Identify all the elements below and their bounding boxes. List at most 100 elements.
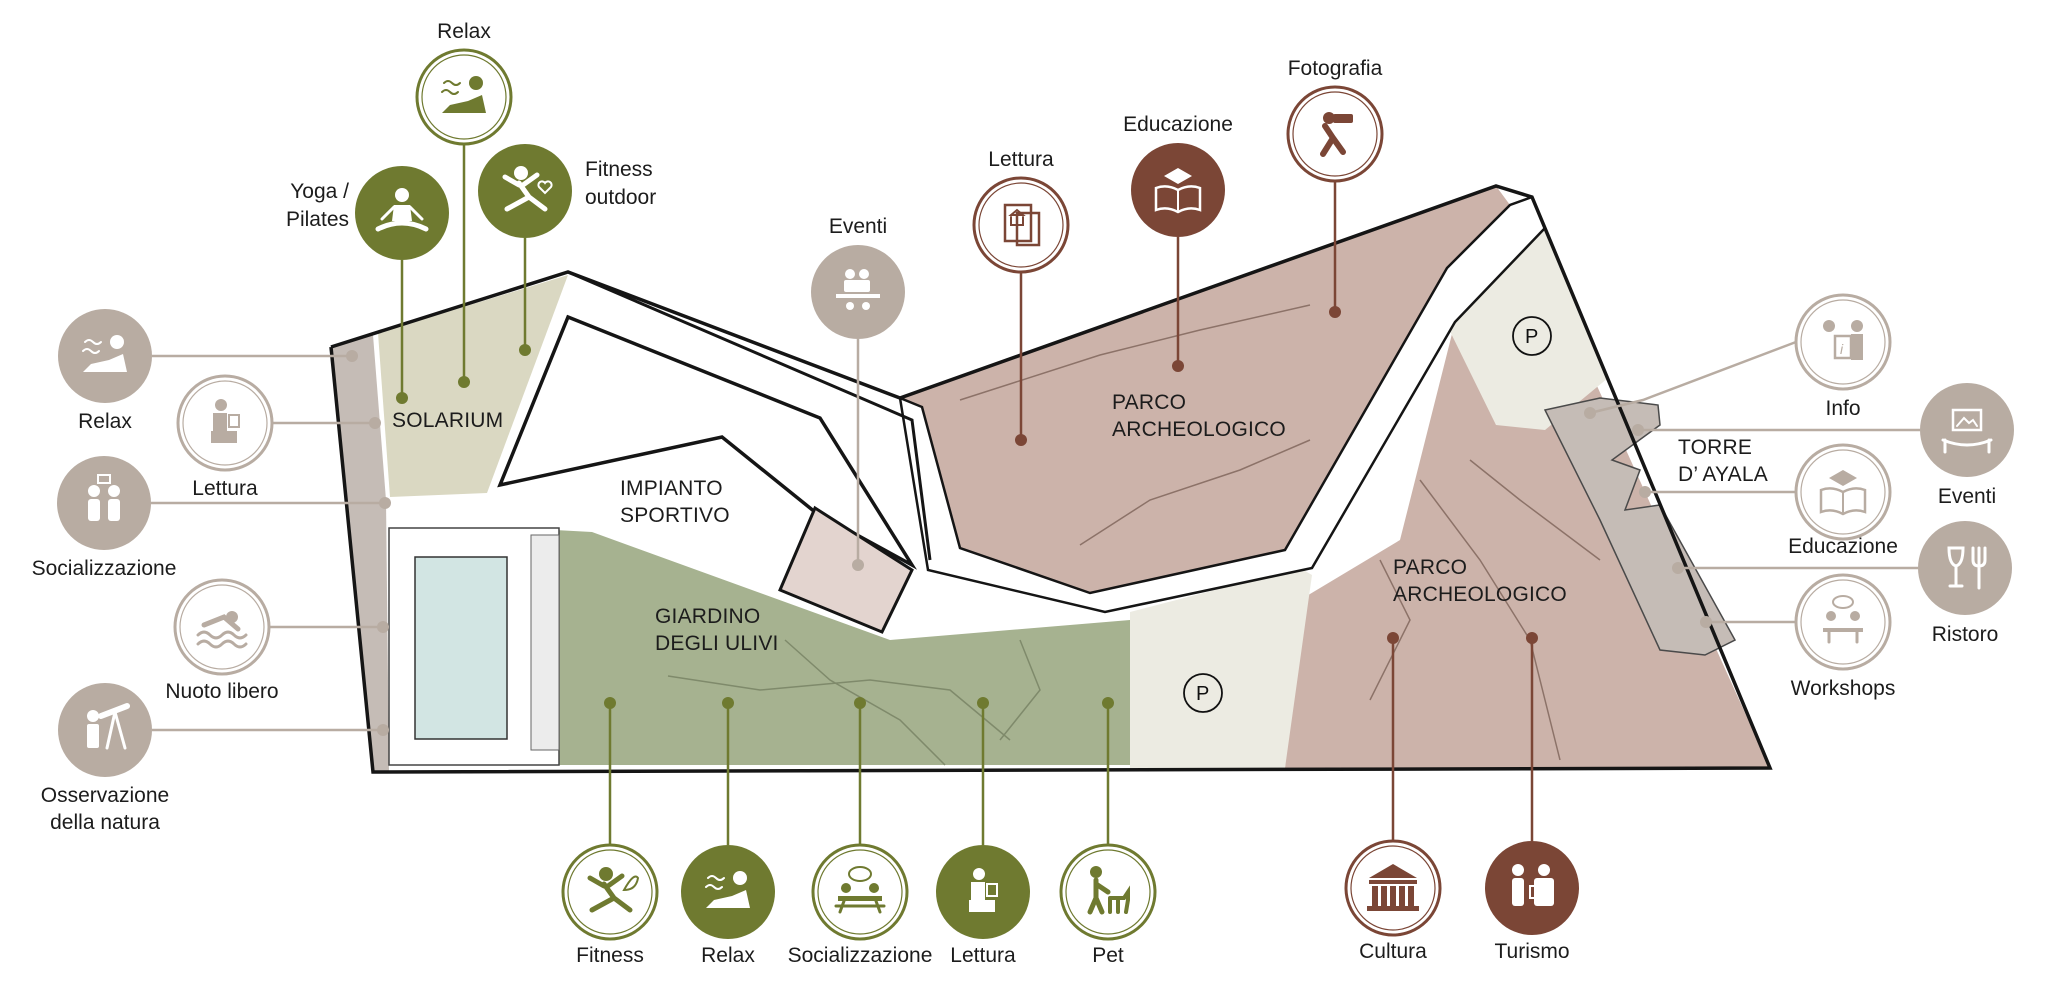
socializzazione-bottom-label: Socializzazione [788, 944, 933, 967]
main-promenade [898, 195, 1547, 614]
sports-field-label-2: SPORTIVO [620, 504, 730, 527]
garden-label-2: DEGLI ULIVI [655, 632, 779, 655]
site-boundary [329, 184, 1773, 774]
workshop-icon [1823, 595, 1863, 644]
cultura-anchor-dot [1387, 632, 1399, 644]
educazione-center-anchor-dot [1172, 360, 1184, 372]
education-icon [1154, 168, 1202, 214]
parking-south-zone [1130, 568, 1312, 768]
eventi-center-anchor-dot [852, 559, 864, 571]
lettura-bottom-label: Lettura [950, 944, 1016, 967]
relax-left-badge [58, 309, 152, 403]
fitness-bottom-marker: Fitness [561, 843, 659, 967]
lettura-center-inner-ring [978, 182, 1064, 268]
sports-field [497, 314, 918, 570]
events-plaza-zone [778, 505, 914, 634]
workshops-inner-ring [1800, 579, 1886, 665]
tourism-icon [1512, 864, 1554, 906]
socializzazione-bottom-badge [811, 843, 909, 941]
ristoro-marker: Ristoro [1918, 521, 2012, 646]
socializzazione-bottom-anchor-dot [854, 697, 866, 709]
swimming-icon [196, 611, 248, 649]
turismo-label: Turismo [1494, 940, 1569, 963]
pet-marker: Pet [1059, 843, 1157, 967]
socializzazione-left-label: Socializzazione [32, 557, 177, 580]
info-icon: i [1823, 320, 1863, 360]
fitness-outdoor-anchor-dot [519, 344, 531, 356]
area-labels: SOLARIUM IMPIANTO SPORTIVO GIARDINO DEGL… [392, 316, 1768, 713]
educazione-right-label: Educazione [1788, 535, 1898, 558]
solarium-zone [378, 275, 568, 497]
lettura-left-marker: Lettura [176, 374, 274, 500]
yoga-label: Pilates [286, 208, 349, 231]
pet-inner-ring [1065, 849, 1151, 935]
nuoto-marker: Nuoto libero [165, 578, 279, 703]
archeo-park-east-label-1: PARCO [1393, 556, 1467, 579]
relax-top-anchor-dot [458, 376, 470, 388]
eventi-right-label: Eventi [1938, 485, 1996, 508]
educazione-right-inner-ring [1800, 449, 1886, 535]
eventi-center-marker: Eventi [811, 215, 905, 339]
pool-stands [530, 534, 560, 751]
lettura-center-label: Lettura [988, 148, 1054, 171]
reading-icon [969, 868, 998, 912]
relax-top-badge [415, 48, 513, 146]
archeo-park-north-label-1: PARCO [1112, 391, 1186, 414]
pet-label: Pet [1092, 944, 1124, 967]
relax-bottom-badge [681, 845, 775, 939]
events-icon [836, 269, 880, 310]
info-label: Info [1825, 397, 1860, 420]
library-icon [1003, 203, 1041, 247]
telescope-icon [87, 703, 130, 750]
fitness-bottom-inner-ring [567, 849, 653, 935]
fotografia-label: Fotografia [1288, 57, 1383, 80]
solarium-label: SOLARIUM [392, 409, 503, 432]
lettura-left-anchor-dot [369, 417, 381, 429]
archeo-park-north-label-2: ARCHEOLOGICO [1112, 418, 1286, 441]
workshops-label: Workshops [1791, 677, 1896, 700]
lettura-center-anchor-dot [1015, 434, 1027, 446]
lettura-bottom-marker: Lettura [936, 845, 1030, 967]
workshops-badge [1794, 573, 1892, 671]
relax-icon [441, 76, 486, 113]
socializing-icon [88, 474, 120, 521]
nuoto-badge [173, 578, 271, 676]
socializzazione-left-badge [57, 456, 151, 550]
socializzazione-left-marker: Socializzazione [32, 456, 177, 580]
lettura-left-inner-ring [182, 380, 268, 466]
archeo-park-north-zone [900, 186, 1510, 593]
fotografia-inner-ring [1292, 91, 1378, 177]
workshops-anchor-dot [1700, 616, 1712, 628]
camera-icon [1320, 112, 1353, 157]
relax-bottom-marker: Relax [681, 845, 775, 967]
fotografia-badge [1286, 85, 1384, 183]
socializzazione-left-anchor-dot [379, 497, 391, 509]
lettura-left-label: Lettura [192, 477, 258, 500]
osservazione-badge [58, 683, 152, 777]
parking-north-symbol: P [1525, 326, 1538, 348]
site-plan [329, 184, 1773, 774]
temple-icon [1367, 864, 1419, 911]
relax-icon [82, 335, 127, 372]
fitness-outdoor-icon [502, 166, 553, 212]
fitness-bottom-anchor-dot [604, 697, 616, 709]
relax-top-inner-ring [421, 54, 507, 140]
relax-left-marker: Relax [58, 309, 152, 433]
food-icon [1947, 546, 1987, 590]
picnic-icon [834, 866, 886, 914]
relax-top-marker: Relax [415, 20, 513, 146]
educazione-center-marker: Educazione [1123, 113, 1233, 237]
garden-label-1: GIARDINO [655, 605, 760, 628]
swimming-pool [414, 556, 508, 740]
leader-lines [151, 144, 1920, 845]
relax-left-anchor-dot [346, 350, 358, 362]
info-inner-ring [1800, 299, 1886, 385]
parking-north-marker: P [1512, 316, 1552, 356]
cultura-marker: Cultura [1344, 839, 1442, 963]
nuoto-anchor-dot [377, 621, 389, 633]
yoga-icon [375, 188, 429, 232]
